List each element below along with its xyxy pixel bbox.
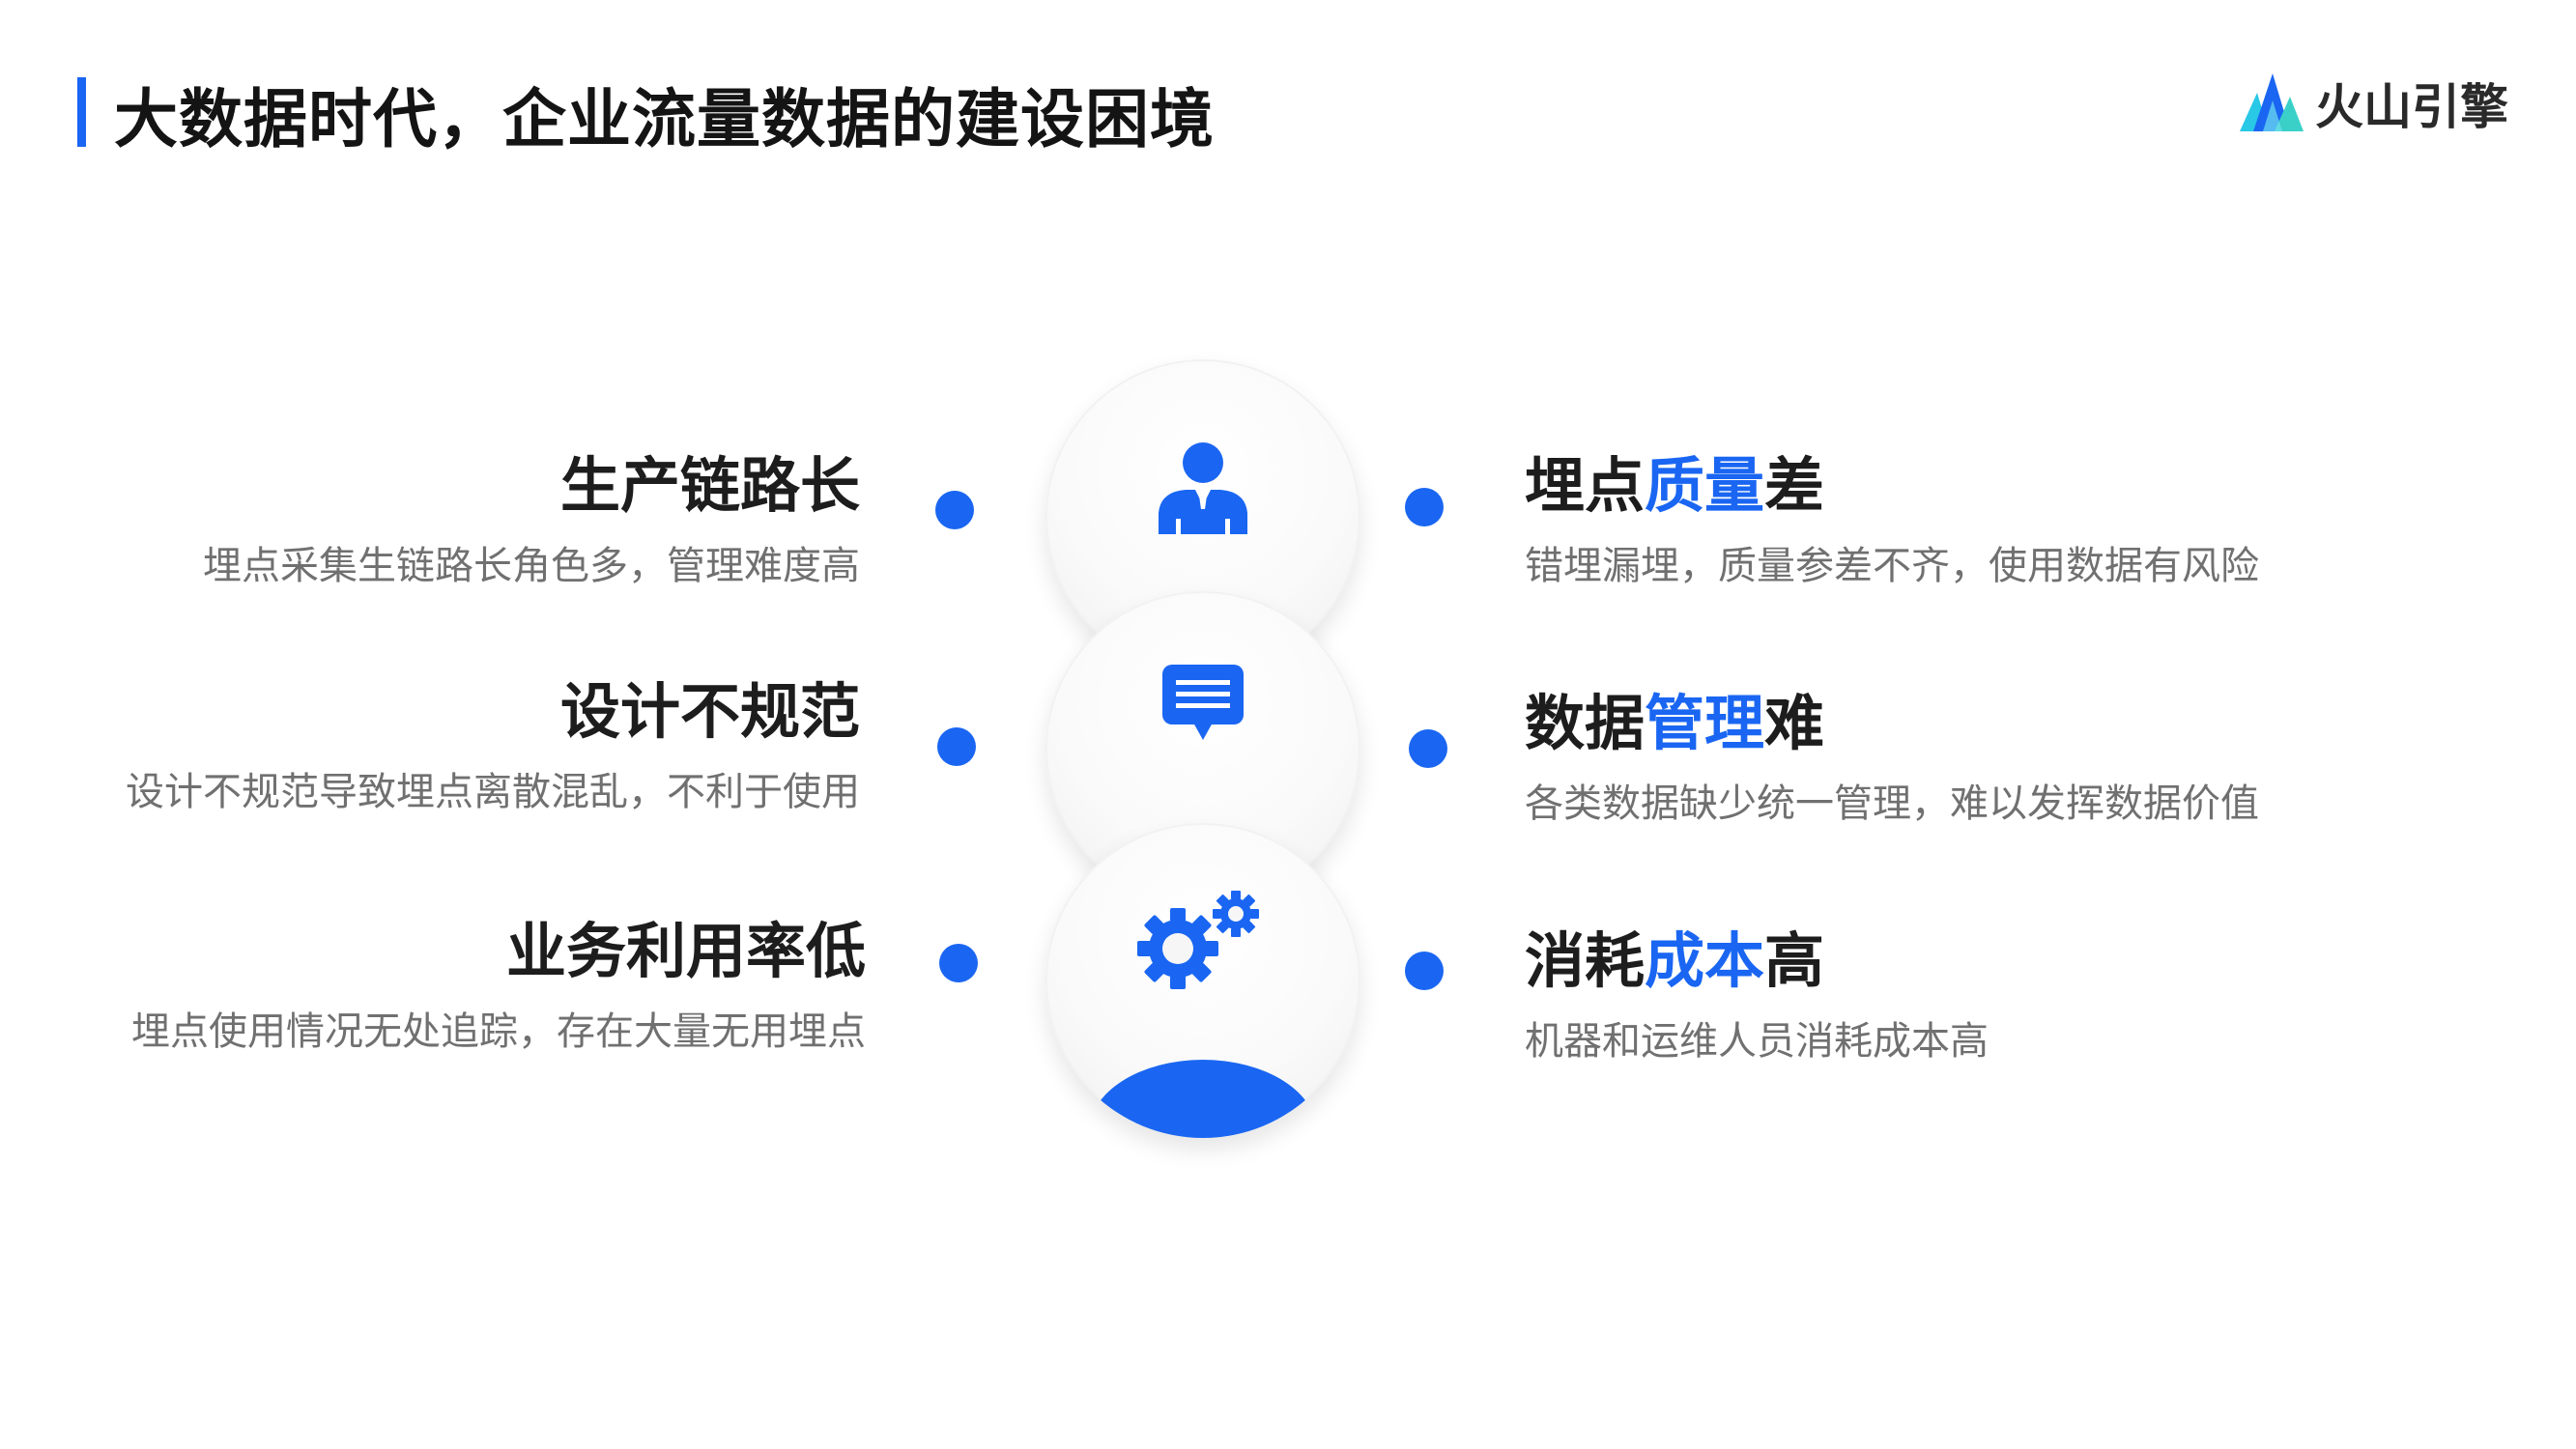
item-desc: 错埋漏埋，质量参差不齐，使用数据有风险 (1525, 544, 2259, 588)
user-icon (1159, 442, 1247, 534)
left-item-2: 设计不规范 设计不规范导致埋点离散混乱，不利于使用 (0, 676, 860, 814)
right-item-2: 数据管理难 各类数据缺少统一管理，难以发挥数据价值 (1525, 694, 2491, 826)
page-title: 大数据时代，企业流量数据的建设困境 (114, 82, 1215, 156)
brand-name: 火山引擎 (2315, 79, 2508, 135)
item-title: 数据管理难 (1525, 694, 2491, 753)
item-title: 消耗成本高 (1525, 931, 2491, 991)
chat-message-icon (1162, 665, 1244, 740)
bullet-dot-right-1 (1405, 488, 1444, 526)
bullet-dot-right-3 (1405, 952, 1444, 990)
title-highlight: 成本 (1645, 925, 1765, 996)
title-highlight: 质量 (1645, 450, 1765, 521)
title-part: 难 (1764, 688, 1825, 758)
item-desc: 埋点使用情况无处追踪，存在大量无用埋点 (131, 1009, 866, 1054)
title-accent-bar (77, 77, 86, 147)
right-item-3: 消耗成本高 机器和运维人员消耗成本高 (1525, 931, 2491, 1064)
item-desc: 埋点采集生链路长角色多，管理难度高 (203, 544, 860, 588)
item-title: 设计不规范 (559, 676, 860, 747)
title-part: 消耗 (1525, 925, 1646, 996)
circle-3 (1045, 823, 1360, 1138)
item-title: 生产链路长 (559, 450, 860, 521)
item-desc: 各类数据缺少统一管理，难以发挥数据价值 (1525, 781, 2259, 826)
title-highlight: 管理 (1645, 688, 1765, 758)
item-title: 业务利用率低 (505, 916, 866, 986)
bullet-dot-right-2 (1409, 729, 1447, 768)
title-part: 高 (1764, 925, 1825, 996)
bullet-dot-left-1 (935, 491, 974, 529)
blue-lens-3 (1089, 1060, 1317, 1138)
item-title: 埋点质量差 (1525, 456, 2491, 516)
title-part: 数据 (1525, 688, 1646, 758)
user-icon-wrap (1045, 441, 1360, 538)
title-part: 埋点 (1525, 450, 1646, 521)
left-item-1: 生产链路长 埋点采集生链路长角色多，管理难度高 (0, 450, 860, 588)
volcano-mountain-icon (2240, 73, 2304, 131)
circle-stack (1045, 359, 1360, 1138)
item-desc: 机器和运维人员消耗成本高 (1525, 1019, 1989, 1064)
brand-logo: 火山引擎 (2240, 70, 2508, 137)
item-desc: 设计不规范导致埋点离散混乱，不利于使用 (126, 770, 860, 814)
bullet-dot-left-3 (939, 944, 978, 982)
chat-icon-wrap (1045, 661, 1360, 746)
title-part: 差 (1764, 450, 1825, 521)
bullet-dot-left-2 (937, 727, 976, 766)
gears-icon-wrap (1045, 889, 1360, 995)
left-item-3: 业务利用率低 埋点使用情况无处追踪，存在大量无用埋点 (0, 916, 866, 1054)
gears-icon (1137, 891, 1259, 989)
right-item-1: 埋点质量差 错埋漏埋，质量参差不齐，使用数据有风险 (1525, 456, 2491, 588)
